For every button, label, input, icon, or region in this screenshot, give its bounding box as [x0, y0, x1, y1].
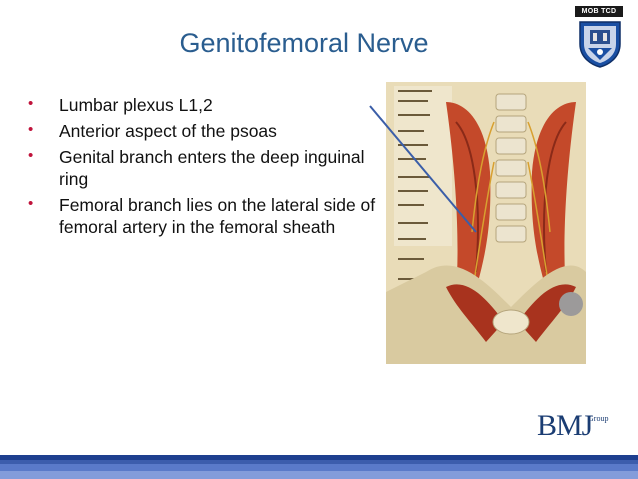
pointer-line: [369, 105, 477, 233]
bullet-text: Femoral branch lies on the lateral side …: [59, 195, 376, 237]
bullet-text: Lumbar plexus L1,2: [59, 95, 213, 115]
crest-logo-icon: [579, 21, 621, 68]
mob-tcd-label: MOB TCD: [575, 6, 623, 17]
bmj-group-logo: BMJ Group: [537, 409, 608, 442]
bullet-dot-icon: •: [28, 195, 34, 212]
bmj-logo-group-text: Group: [588, 414, 609, 423]
bullet-item: • Femoral branch lies on the lateral side…: [28, 194, 378, 238]
anatomy-illustration: [386, 82, 586, 364]
bullet-dot-icon: •: [28, 95, 34, 112]
bullet-dot-icon: •: [28, 121, 34, 138]
slide-title: Genitofemoral Nerve: [179, 28, 429, 58]
bullet-item: • Lumbar plexus L1,2: [28, 94, 378, 116]
bullet-item: • Genital branch enters the deep inguinal…: [28, 146, 378, 190]
bottom-bar: [0, 455, 638, 479]
bullet-item: • Anterior aspect of the psoas: [28, 120, 378, 142]
bmj-logo-text: BMJ: [537, 409, 593, 442]
bullet-text: Genital branch enters the deep inguinal …: [59, 147, 365, 189]
bullet-dot-icon: •: [28, 147, 34, 164]
bullet-text: Anterior aspect of the psoas: [59, 121, 277, 141]
bullet-list: • Lumbar plexus L1,2 • Anterior aspect of …: [28, 94, 378, 242]
